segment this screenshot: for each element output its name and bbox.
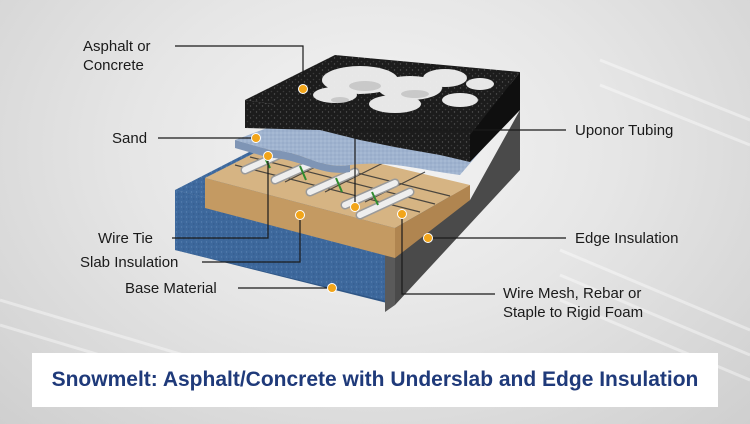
caption-title: Snowmelt: Asphalt/Concrete with Undersla… [51,368,699,391]
label-wire-mesh-rebar-staple: Wire Mesh, Rebar or Staple to Rigid Foam [503,285,644,321]
label-sand: Sand [112,130,148,147]
label-base-material: Base Material [125,280,217,297]
asphalt-layer [245,55,520,162]
callout-lines [158,45,566,295]
label-slab-insulation: Slab Insulation [80,254,179,271]
label-edge-insulation: Edge Insulation [575,230,679,247]
caption-banner: Snowmelt: Asphalt/Concrete with Undersla… [32,353,718,407]
callout-dots [251,84,433,293]
label-wire-tie: Wire Tie [98,230,154,247]
label-asphalt-or-concrete: Asphalt or Concrete [83,38,151,74]
label-uponor-tubing: Uponor Tubing [575,122,674,139]
